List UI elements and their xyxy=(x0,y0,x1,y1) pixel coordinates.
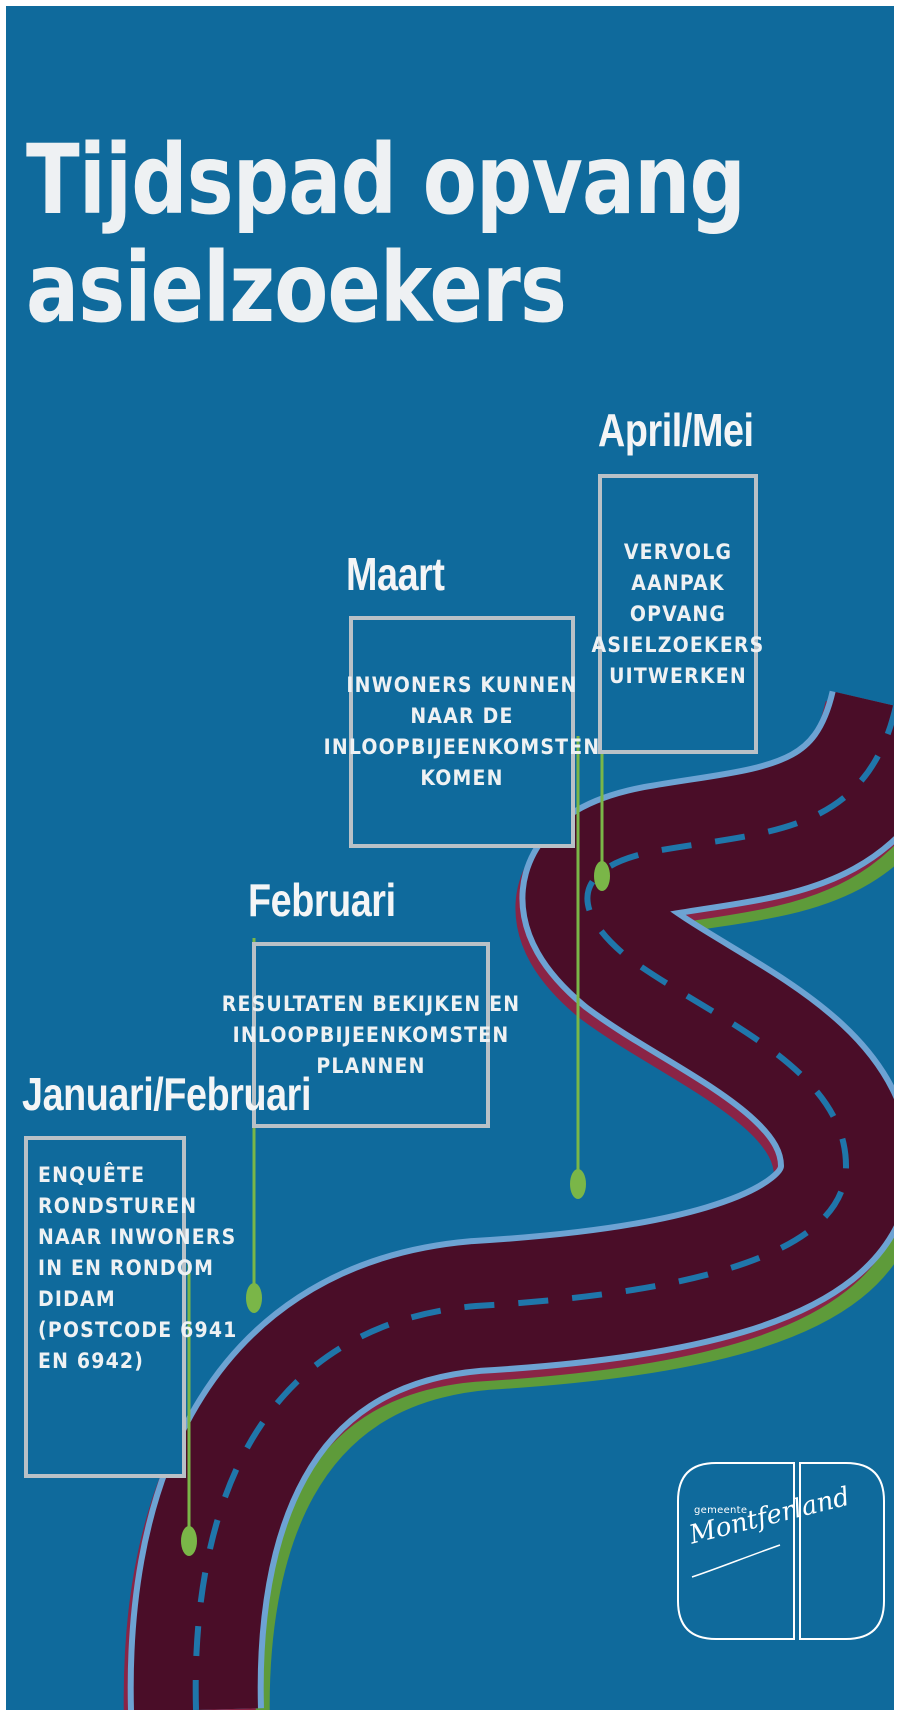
gemeente-montferland-logo: gemeente Montferland xyxy=(676,1461,886,1641)
milestone-text-maart: INWONERS KUNNEN NAAR DE INLOOPBIJEENKOMS… xyxy=(323,673,601,790)
logo-label: gemeente xyxy=(694,1505,748,1516)
milestone-box-februari: RESULTATEN BEKIJKEN EN INLOOPBIJEENKOMST… xyxy=(222,942,519,1128)
title-line-2: asielzoekers xyxy=(26,232,567,344)
milestone-heading-maart: Maart xyxy=(346,548,445,600)
milestone-text-januari-februari: ENQUÊTE RONDSTUREN NAAR INWONERS IN EN R… xyxy=(38,1163,238,1373)
logo-outline xyxy=(677,1462,885,1640)
milestone-heading-januari-februari: Januari/Februari xyxy=(22,1068,312,1120)
title-line-1: Tijdspad opvang xyxy=(26,124,746,236)
milestone-box-april-mei: VERVOLG AANPAK OPVANG ASIELZOEKERS UITWE… xyxy=(592,474,763,754)
road-center-dashes xyxy=(192,705,894,1710)
milestone-text-februari: RESULTATEN BEKIJKEN EN INLOOPBIJEENKOMST… xyxy=(221,991,521,1078)
marker-januari-februari xyxy=(181,1261,197,1556)
infographic-canvas: Tijdspad opvang asielzoekers April/Mei V… xyxy=(6,6,894,1710)
marker-maart xyxy=(570,736,586,1199)
milestone-heading-april-mei: April/Mei xyxy=(598,404,754,456)
milestone-text-april-mei: VERVOLG AANPAK OPVANG ASIELZOEKERS UITWE… xyxy=(591,539,765,688)
page-title: Tijdspad opvang asielzoekers xyxy=(26,124,746,344)
milestone-heading-februari: Februari xyxy=(248,874,396,926)
milestone-box-maart: INWONERS KUNNEN NAAR DE INLOOPBIJEENKOMS… xyxy=(324,616,599,848)
milestone-box-januari-februari: ENQUÊTE RONDSTUREN NAAR INWONERS IN EN R… xyxy=(24,1136,236,1478)
